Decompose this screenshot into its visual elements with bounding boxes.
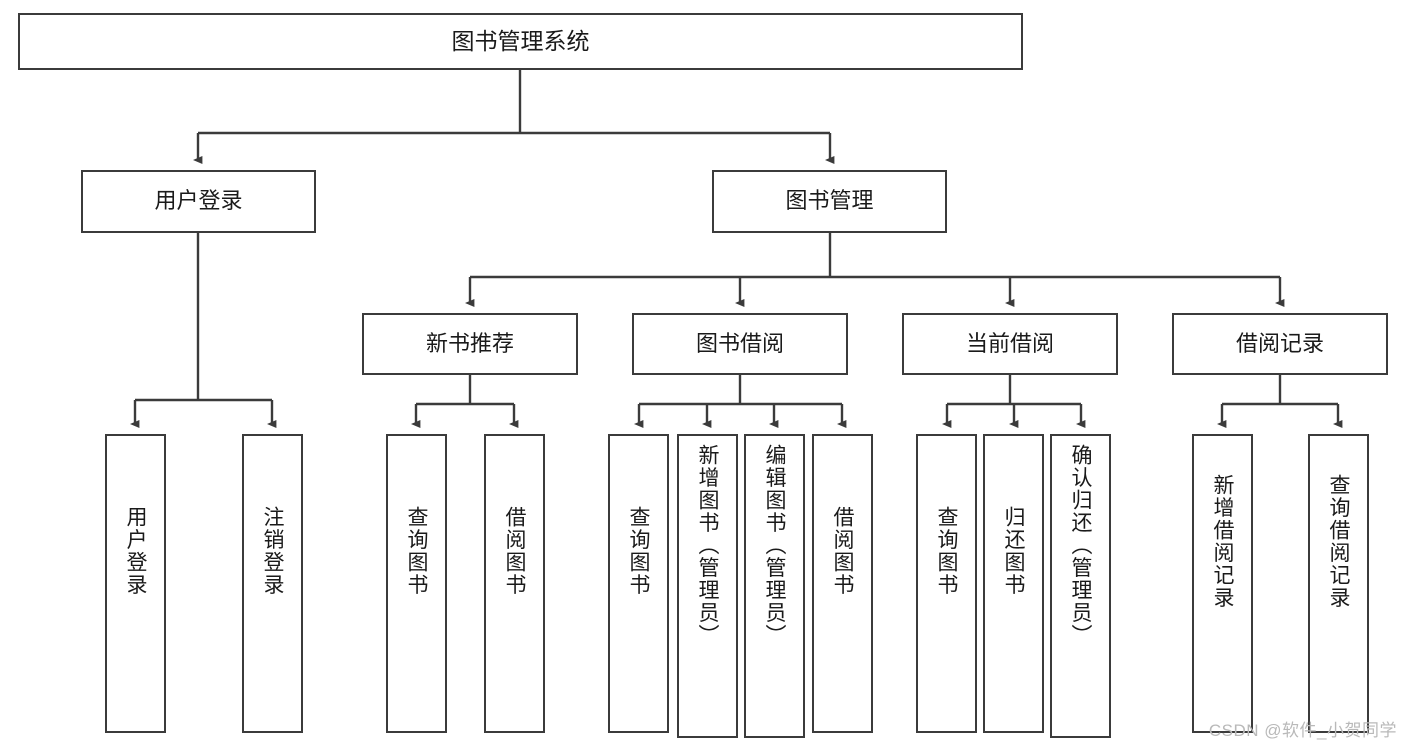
leaf-logout[interactable]: 注销登录 [242,434,303,733]
node-label: 借阅记录 [1235,330,1324,356]
leaf-edit-book-admin[interactable]: 编辑图书（管理员） [744,434,805,738]
node-label: 图书管理 [785,188,874,214]
leaf-borrow-book-new[interactable]: 借阅图书 [484,434,545,733]
node-new-book-recommendation[interactable]: 新书推荐 [362,313,578,375]
leaf-add-book-admin[interactable]: 新增图书（管理员） [677,434,738,738]
node-current-borrowing[interactable]: 当前借阅 [902,313,1118,375]
leaf-query-borrow-record[interactable]: 查询借阅记录 [1308,434,1369,733]
node-label: 借阅图书 [503,506,526,596]
node-book-management[interactable]: 图书管理 [712,170,947,233]
leaf-query-book-borrow[interactable]: 查询图书 [608,434,669,733]
node-label: 图书借阅 [695,330,784,356]
node-label: 归还图书 [1002,506,1025,596]
node-label: 查询借阅记录 [1327,474,1350,609]
leaf-confirm-return-admin[interactable]: 确认归还（管理员） [1050,434,1111,738]
leaf-borrow-book[interactable]: 借阅图书 [812,434,873,733]
node-book-borrowing[interactable]: 图书借阅 [632,313,848,375]
node-label: 查询图书 [935,506,958,596]
node-label: 新增借阅记录 [1211,474,1234,609]
node-label: 新书推荐 [425,330,514,356]
node-label: 当前借阅 [965,330,1054,356]
leaf-query-book-current[interactable]: 查询图书 [916,434,977,733]
node-label: 借阅图书 [831,506,854,596]
node-label: 查询图书 [405,506,428,596]
watermark: CSDN @软件_小贺同学 [1208,721,1397,740]
node-label: 查询图书 [627,506,650,596]
node-label: 图书管理系统 [451,27,590,54]
leaf-add-borrow-record[interactable]: 新增借阅记录 [1192,434,1253,733]
node-borrowing-record[interactable]: 借阅记录 [1172,313,1388,375]
node-root-book-management-system[interactable]: 图书管理系统 [18,13,1023,70]
leaf-return-book[interactable]: 归还图书 [983,434,1044,733]
leaf-user-login[interactable]: 用户登录 [105,434,166,733]
node-label: 确认归还（管理员） [1069,444,1092,647]
leaf-query-book-new[interactable]: 查询图书 [386,434,447,733]
node-label: 用户登录 [124,506,147,596]
node-label: 新增图书（管理员） [696,444,719,647]
node-user-login[interactable]: 用户登录 [81,170,316,233]
node-label: 用户登录 [154,188,243,214]
node-label: 注销登录 [261,506,284,596]
node-label: 编辑图书（管理员） [763,444,786,647]
